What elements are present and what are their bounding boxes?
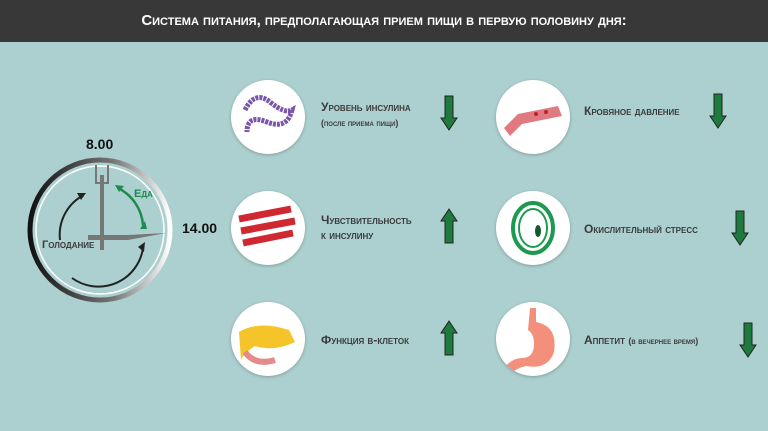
eating-label: Еда (134, 188, 153, 200)
arrow-down-icon (440, 95, 458, 131)
effect-label: Функция β-клеток (321, 333, 409, 347)
clock-icon (27, 157, 173, 303)
end-time: 14.00 (182, 220, 218, 236)
arrow-up-icon (440, 320, 458, 356)
blood-vessel-icon (496, 80, 570, 154)
arrow-down-icon (731, 210, 749, 246)
page-title: Система питания, предполагающая прием пи… (0, 0, 768, 42)
arrow-down-icon (739, 322, 757, 358)
arrow-up-icon (440, 208, 458, 244)
arrow-down-icon (709, 93, 727, 129)
insulin-molecule-icon (231, 80, 305, 154)
effect-label: Аппетит (в вечернее время) (584, 333, 699, 347)
effect-label: Кровяное давление (584, 104, 680, 118)
clock-diagram: 8.00 14.00 Еда Голодание (0, 130, 240, 320)
stomach-icon (496, 302, 570, 376)
fasting-label: Голодание (42, 239, 95, 251)
pancreas-icon (231, 302, 305, 376)
start-time: 8.00 (86, 136, 114, 152)
cell-icon (496, 191, 570, 265)
effect-label: Уровень инсулина(после приема пищи) (321, 100, 411, 128)
muscle-fiber-icon (231, 191, 305, 265)
effect-label: Окислительный стресс (584, 222, 698, 236)
